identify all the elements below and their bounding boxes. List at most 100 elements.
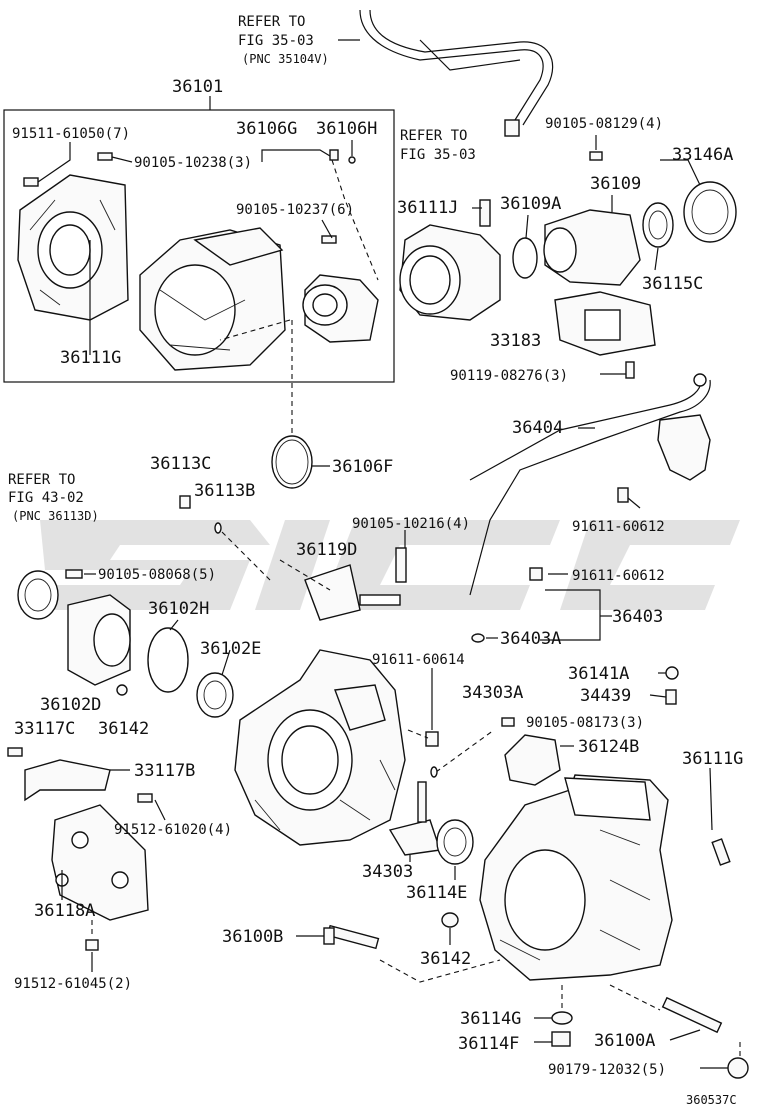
refer-note-35-03-top: REFER TO FIG 35-03 (PNC 35104V) — [238, 14, 329, 66]
label-36403: 36403 — [612, 607, 663, 627]
label-33117B: 33117B — [134, 761, 195, 781]
label-36403A: 36403A — [500, 629, 561, 649]
mount-33183-part — [554, 291, 656, 356]
label-90105-08068: 90105-08068(5) — [98, 567, 216, 583]
label-90119-08276: 90119-08276(3) — [450, 368, 568, 384]
clutch-housing-36111J-part — [399, 224, 501, 321]
label-90105-08129: 90105-08129(4) — [545, 116, 663, 132]
release-bearing-part — [302, 274, 379, 343]
pin-36111G-b-icon — [711, 838, 731, 866]
refer-note-line: REFER TO — [400, 128, 467, 144]
label-36114F: 36114F — [458, 1034, 519, 1054]
label-36118A: 36118A — [34, 901, 95, 921]
label-90105-10216: 90105-10216(4) — [352, 516, 470, 532]
label-90105-10237: 90105-10237(6) — [236, 202, 354, 218]
label-36111G-b: 36111G — [682, 749, 743, 769]
refer-note-line: FIG 35-03 — [238, 33, 314, 49]
hose-pipes-part — [359, 9, 554, 137]
grommet-36403A-icon — [471, 633, 485, 643]
wire-harness-36404-part — [469, 373, 711, 596]
refer-note-line: (PNC 36113D) — [12, 509, 99, 523]
label-36102D: 36102D — [40, 695, 101, 715]
housing-left-part — [17, 174, 129, 321]
seal-36113D-part — [17, 570, 59, 620]
watermark-logo — [20, 520, 740, 610]
bolt-90105-10237-icon — [321, 235, 337, 244]
transfer-case-housing-part — [234, 649, 406, 846]
plug-90179-icon — [727, 1057, 749, 1079]
figure-code: 360537C — [686, 1093, 737, 1107]
seal-36102E-part — [196, 672, 234, 718]
bolt-90105-08173-icon — [501, 717, 515, 727]
label-33183: 33183 — [490, 331, 541, 351]
clamp-91611-b-icon — [529, 567, 543, 581]
o-ring-36102H-part — [147, 627, 189, 693]
bolt-36100B-part — [323, 924, 380, 950]
label-36106H: 36106H — [316, 119, 377, 139]
pin-34303A-icon — [430, 766, 438, 778]
clamp-91611-a-icon — [617, 487, 629, 503]
label-36106G: 36106G — [236, 119, 297, 139]
cover-36109-part — [543, 209, 641, 286]
refer-note-line: FIG 43-02 — [8, 490, 84, 506]
bolt-91511-icon — [23, 177, 39, 187]
transfer-case-cover-part — [479, 774, 673, 981]
label-36119D: 36119D — [296, 540, 357, 560]
label-36113B: 36113B — [194, 481, 255, 501]
bolt-90119-icon — [625, 361, 635, 379]
bolt-36113C-icon — [179, 495, 191, 509]
label-33146A: 33146A — [672, 145, 733, 165]
refer-note-line: REFER TO — [8, 472, 75, 488]
bolt-36100A-part — [661, 996, 723, 1034]
refer-note-line: (PNC 35104V) — [242, 52, 329, 66]
label-36113C: 36113C — [150, 454, 211, 474]
bracket-33117B-part — [24, 759, 111, 802]
label-36102E: 36102E — [200, 639, 261, 659]
label-36109: 36109 — [590, 174, 641, 194]
label-34439: 34439 — [580, 686, 631, 706]
bolt-90105-10216-icon — [395, 547, 407, 583]
bolt-91611-60614-icon — [425, 731, 439, 747]
label-90105-10238: 90105-10238(3) — [134, 155, 252, 171]
plug-36142-b-icon — [441, 912, 459, 928]
label-36102H: 36102H — [148, 599, 209, 619]
label-36114E: 36114E — [406, 883, 467, 903]
housing-center-part — [139, 227, 286, 371]
extension-36102D-part — [67, 594, 131, 686]
label-91512-61020: 91512-61020(4) — [114, 822, 232, 838]
label-91512-61045: 91512-61045(2) — [14, 976, 132, 992]
label-36142-b: 36142 — [420, 949, 471, 969]
shift-fork-34303-part — [388, 781, 441, 856]
plug-36114F-icon — [551, 1031, 571, 1047]
bearing-36115C-part — [642, 202, 674, 248]
o-ring-36109A-part — [512, 237, 538, 279]
bolt-90105-08068-icon — [65, 569, 83, 579]
pin-36106H-icon — [348, 156, 356, 164]
label-91611-60612-b: 91611-60612 — [572, 568, 665, 584]
bolt-91512-61020-icon — [137, 793, 153, 803]
o-ring-36106F-part — [271, 435, 313, 489]
seal-36114E-part — [436, 819, 474, 865]
label-36100B: 36100B — [222, 927, 283, 947]
label-33117C: 33117C — [14, 719, 75, 739]
bolt-90105-10238-icon — [97, 152, 113, 161]
refer-note-43-02: REFER TO FIG 43-02 (PNC 36113D) — [8, 472, 99, 523]
label-36111J: 36111J — [397, 198, 458, 218]
bracket-36119D-part — [304, 564, 401, 621]
bleeder-36111J-icon — [479, 199, 491, 227]
refer-note-line: FIG 35-03 — [400, 147, 476, 163]
label-91611-60612-a: 91611-60612 — [572, 519, 665, 535]
seal-33146A-part — [683, 181, 737, 243]
label-36115C: 36115C — [642, 274, 703, 294]
bolt-34439-icon — [665, 689, 677, 705]
bolt-91512-61045-icon — [85, 939, 99, 951]
label-36124B: 36124B — [578, 737, 639, 757]
bolt-33117C-icon — [7, 747, 23, 757]
label-91511: 91511-61050(7) — [12, 126, 130, 142]
plug-36141A-icon — [665, 666, 679, 680]
label-36109A: 36109A — [500, 194, 561, 214]
refer-note-line: REFER TO — [238, 14, 305, 30]
label-34303: 34303 — [362, 862, 413, 882]
